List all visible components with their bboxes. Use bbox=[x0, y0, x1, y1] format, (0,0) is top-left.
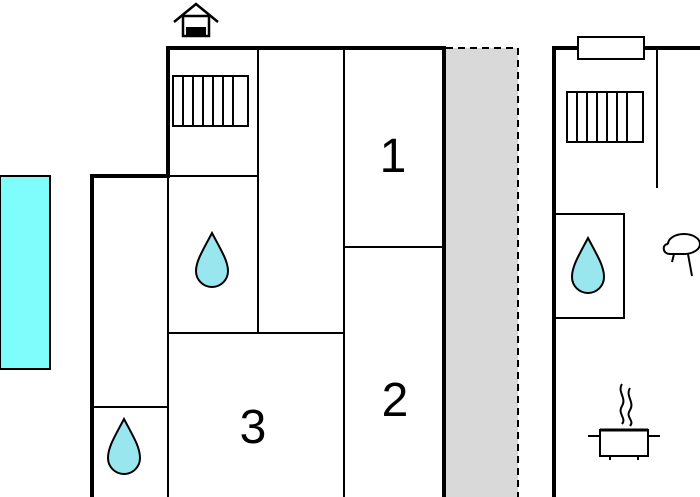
water-drop-icon bbox=[106, 416, 142, 475]
pool-area bbox=[0, 175, 51, 370]
water-drop-icon bbox=[570, 235, 606, 294]
main-house-walls bbox=[90, 46, 446, 497]
cooking-pot-icon bbox=[588, 383, 660, 460]
room-label-1: 1 bbox=[380, 130, 407, 183]
annex-bathroom bbox=[553, 213, 625, 319]
radiator-icon bbox=[566, 91, 644, 143]
radiator-icon bbox=[172, 75, 249, 127]
armchair-icon bbox=[662, 233, 700, 277]
room-label-3: 3 bbox=[240, 401, 267, 454]
water-drop-icon bbox=[194, 230, 230, 288]
interior-walls bbox=[92, 48, 444, 497]
annex-walls bbox=[552, 46, 700, 497]
room-label-2: 2 bbox=[382, 374, 409, 427]
house-entrance-icon bbox=[173, 2, 219, 38]
window-icon bbox=[577, 36, 645, 60]
walkway bbox=[446, 48, 518, 497]
